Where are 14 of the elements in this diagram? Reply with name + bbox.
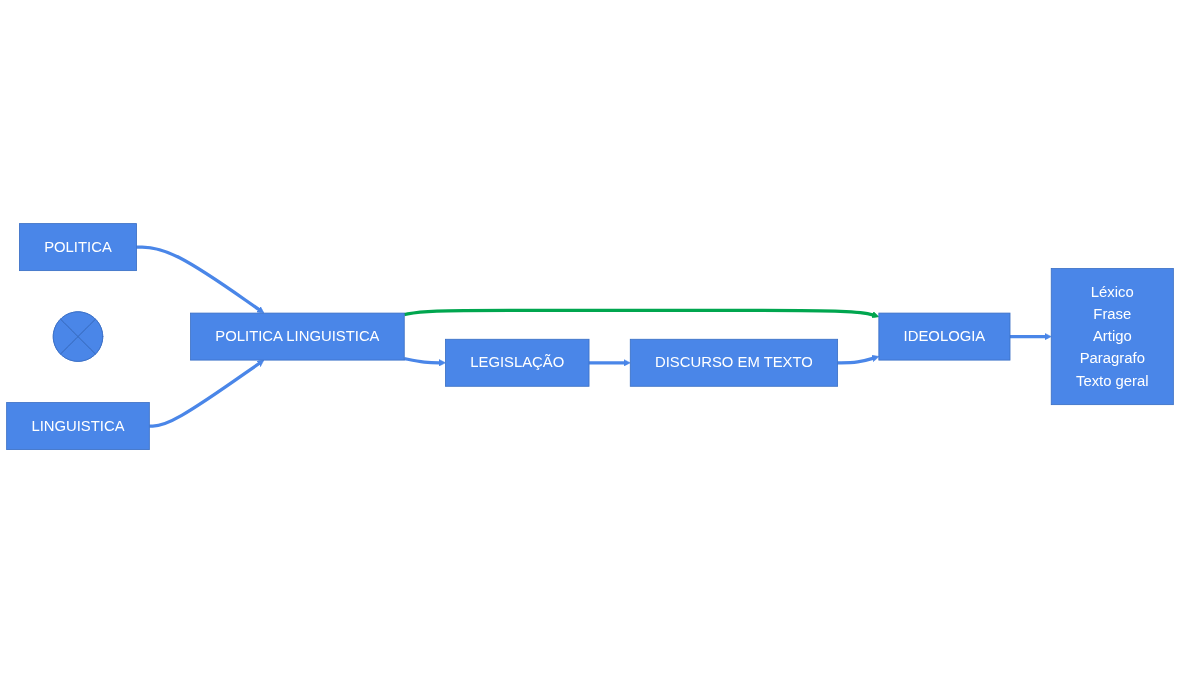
node-box: LEGISLAÇÃO	[445, 339, 590, 388]
node-box: DISCURSO EM TEXTO	[629, 339, 838, 388]
arrow	[136, 245, 265, 314]
arrow	[149, 360, 265, 429]
node-box: POLITICA	[19, 223, 137, 272]
arrow	[403, 357, 446, 367]
arrow	[589, 359, 631, 367]
node-box: Léxico Frase Artigo Paragrafo Texto geral	[1050, 268, 1174, 406]
arrow	[1010, 333, 1052, 341]
arrow	[837, 355, 880, 365]
arrow	[403, 309, 880, 319]
node-box: POLITICA LINGUISTICA	[190, 313, 405, 361]
node-box: LINGUISTICA	[6, 402, 150, 451]
node-box: IDEOLOGIA	[878, 313, 1011, 361]
